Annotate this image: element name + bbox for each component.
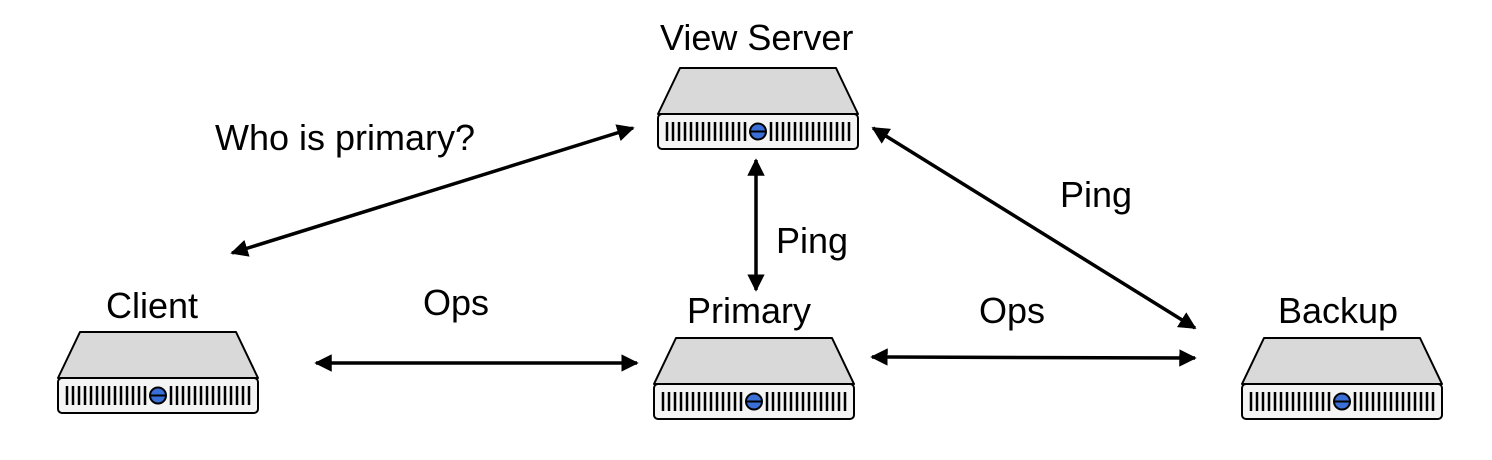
edge-primary-backup <box>870 348 1197 367</box>
node-client <box>56 330 260 415</box>
edge-label-ops-client-primary: Ops <box>423 282 489 323</box>
node-label-view-server: View Server <box>660 17 853 58</box>
node-label-client: Client <box>106 285 198 326</box>
edge-backup-view-server <box>871 126 1197 330</box>
arrow-backup-view-server <box>871 126 1197 330</box>
edge-client-view-server <box>230 124 635 257</box>
arrow-client-view-server <box>230 124 635 257</box>
server-icon <box>1240 336 1444 421</box>
server-icon <box>56 330 260 415</box>
node-primary <box>652 336 856 421</box>
edge-label-who-is-primary: Who is primary? <box>215 117 475 158</box>
node-backup <box>1240 336 1444 421</box>
arrow-primary-backup <box>870 348 1197 367</box>
server-icon <box>652 336 856 421</box>
node-label-primary: Primary <box>687 290 811 331</box>
edge-label-ping-primary: Ping <box>776 220 848 261</box>
edge-label-ops-primary-backup: Ops <box>979 290 1045 331</box>
edge-label-ping-backup: Ping <box>1060 174 1132 215</box>
server-icon <box>656 66 860 151</box>
node-label-backup: Backup <box>1278 290 1398 331</box>
node-view-server <box>656 66 860 151</box>
